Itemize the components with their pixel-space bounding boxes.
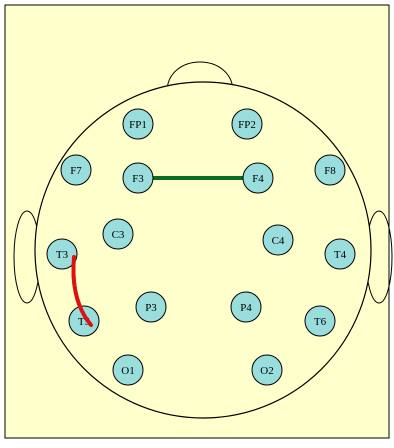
electrode-fp1: FP1 — [122, 108, 154, 140]
electrode-t4: T4 — [324, 238, 356, 270]
electrode-circle-fp2 — [231, 108, 263, 140]
electrode-p3: P3 — [135, 291, 167, 323]
electrode-c3: C3 — [102, 218, 134, 250]
electrode-circle-f4 — [242, 162, 274, 194]
electrode-f4: F4 — [242, 162, 274, 194]
electrode-label-fp2: FP2 — [238, 119, 256, 131]
electrode-label-c4: C4 — [272, 235, 285, 247]
electrode-label-fp1: FP1 — [129, 119, 147, 131]
connection-t3-t5-overlay — [71, 255, 93, 327]
electrode-f3: F3 — [122, 162, 154, 194]
electrode-o2: O2 — [251, 354, 283, 386]
electrode-t6: T6 — [304, 305, 336, 337]
electrode-t5: T5 — [68, 305, 100, 337]
electrode-fp2: FP2 — [231, 108, 263, 140]
electrode-circle-p4 — [230, 291, 262, 323]
electrode-label-t4: T4 — [334, 249, 347, 261]
electrode-circle-p3 — [135, 291, 167, 323]
electrode-circle-f7 — [60, 154, 92, 186]
electrode-label-f4: F4 — [252, 173, 264, 185]
electrode-circle-t3 — [46, 238, 78, 270]
nose-outline — [166, 61, 234, 93]
electrode-t3: T3 — [46, 238, 78, 270]
electrode-circle-o2 — [251, 354, 283, 386]
electrode-o1: O1 — [112, 354, 144, 386]
electrode-circle-o1 — [112, 354, 144, 386]
electrode-label-o2: O2 — [260, 365, 273, 377]
electrode-label-p4: P4 — [240, 302, 252, 314]
electrode-circle-fp1 — [122, 108, 154, 140]
electrode-label-p3: P3 — [145, 302, 157, 314]
electrode-label-f8: F8 — [324, 165, 336, 177]
electrode-label-c3: C3 — [112, 229, 125, 241]
electrode-circle-t4 — [324, 238, 356, 270]
electrode-label-t3: T3 — [56, 249, 69, 261]
electrode-circle-c3 — [102, 218, 134, 250]
head-outline — [34, 81, 372, 419]
electrode-label-t6: T6 — [314, 316, 327, 328]
electrode-label-f7: F7 — [70, 165, 82, 177]
electrode-f7: F7 — [60, 154, 92, 186]
electrode-p4: P4 — [230, 291, 262, 323]
electrode-circle-f3 — [122, 162, 154, 194]
electrode-circle-f8 — [314, 154, 346, 186]
electrode-circle-t6 — [304, 305, 336, 337]
electrode-label-f3: F3 — [132, 173, 144, 185]
electrode-circle-c4 — [262, 224, 294, 256]
electrode-label-o1: O1 — [121, 365, 134, 377]
electrode-c4: C4 — [262, 224, 294, 256]
electrode-circle-t5 — [68, 305, 100, 337]
electrode-f8: F8 — [314, 154, 346, 186]
